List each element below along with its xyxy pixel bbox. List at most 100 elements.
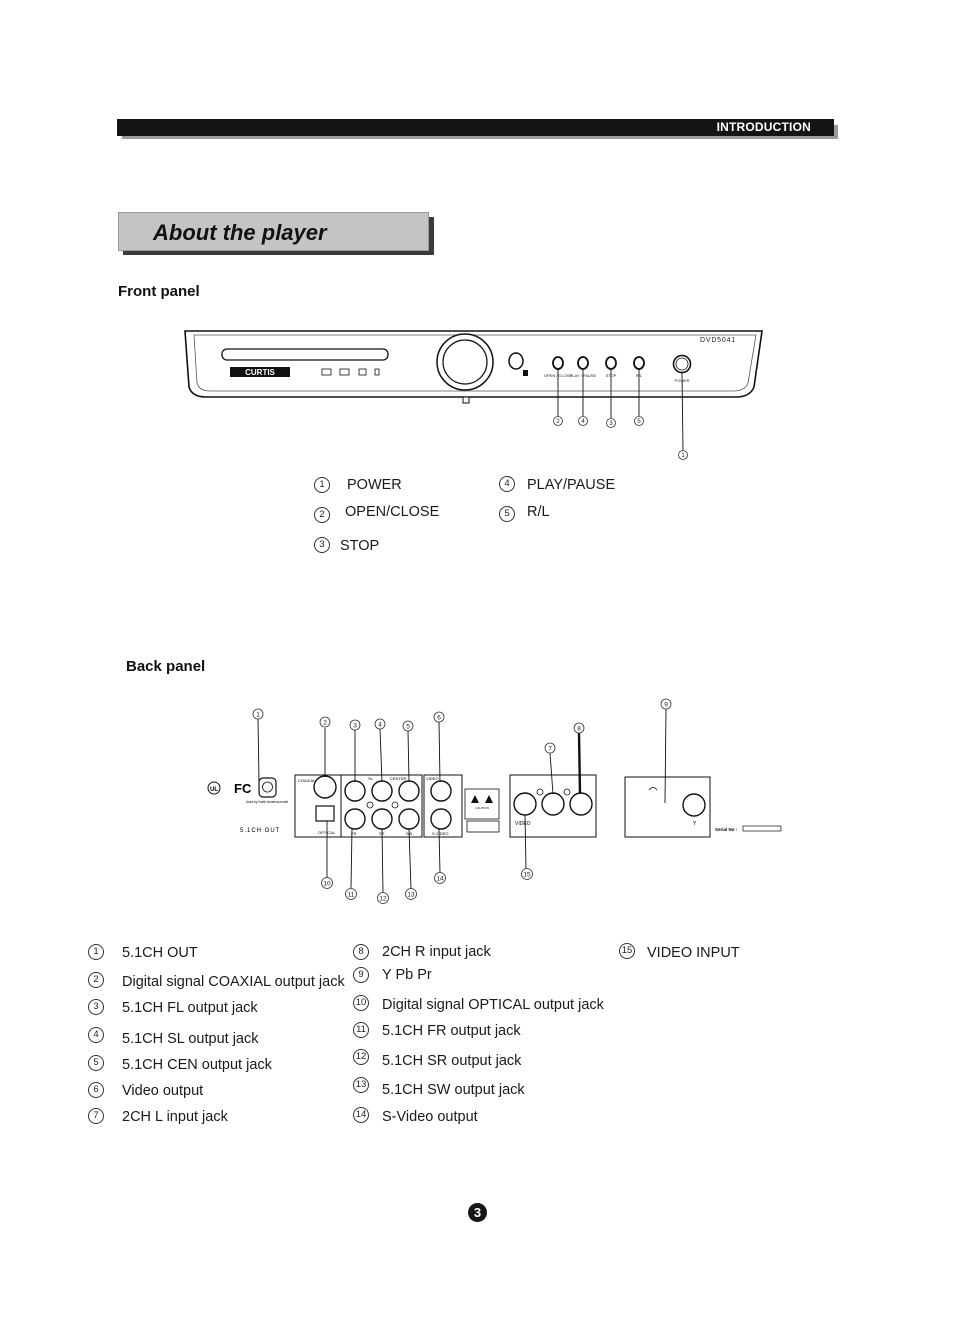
- laser-label: [466, 820, 500, 833]
- front-panel-illustration: CURTIS OPEN / CLOSE PLAY / PAUSE STOP R/…: [184, 330, 763, 460]
- back-callout-5: 5: [406, 724, 410, 731]
- front-legend-label: R/L: [527, 504, 550, 520]
- header-section-label: INTRODUCTION: [716, 120, 811, 134]
- back-legend-num: 14: [353, 1107, 369, 1123]
- front-panel-inner-edge: [193, 334, 757, 392]
- back-legend-label: 2CH R input jack: [382, 944, 491, 960]
- back-legend-num: 1: [88, 944, 104, 960]
- back-legend-num: 7: [88, 1108, 104, 1124]
- back-callout-9: 9: [664, 702, 668, 709]
- back-legend-num: 15: [619, 943, 635, 959]
- back-callout-6: 6: [437, 715, 441, 722]
- front-legend-label: POWER: [347, 477, 402, 493]
- front-callout-2: 2: [556, 419, 560, 425]
- stop-button: [605, 356, 617, 370]
- front-callout-3: 3: [609, 421, 613, 427]
- front-callout-4: 4: [581, 419, 585, 425]
- video-out-jack: [430, 780, 452, 802]
- back-callout-4: 4: [378, 722, 382, 729]
- back-callout-11: 11: [348, 892, 355, 899]
- title-box: About the player: [118, 212, 429, 251]
- format-logo-2: [339, 368, 350, 376]
- back-legend-label: 5.1CH FL output jack: [122, 1000, 258, 1016]
- play-pause-button: [577, 356, 589, 370]
- rl-button: [633, 356, 645, 370]
- front-legend-label: OPEN/CLOSE: [345, 504, 440, 520]
- curtis-logo: [230, 367, 290, 377]
- fcc-mark: FC: [234, 781, 252, 796]
- back-callout-7: 7: [548, 746, 552, 753]
- format-logo-1: [321, 368, 332, 376]
- back-legend-label: 5.1CH SL output jack: [122, 1031, 259, 1047]
- power-led: [462, 396, 470, 404]
- front-callout-5: 5: [637, 419, 641, 425]
- volume-knob-outer: [436, 333, 494, 391]
- fl-jack: [344, 780, 366, 802]
- back-legend-num: 4: [88, 1027, 104, 1043]
- back-legend-label: 5.1CH CEN output jack: [122, 1057, 272, 1073]
- back-legend-label: VIDEO INPUT: [647, 945, 740, 961]
- back-callout-1: 1: [256, 712, 260, 719]
- svg-text:SL: SL: [368, 776, 374, 781]
- back-panel-heading: Back panel: [126, 658, 206, 675]
- brand-logo-text: CURTIS: [245, 368, 275, 377]
- front-legend-num: 5: [499, 506, 515, 522]
- back-callout-13: 13: [407, 892, 415, 899]
- back-legend-num: 11: [353, 1022, 369, 1038]
- back-legend-num: 9: [353, 967, 369, 983]
- back-panel-illustration: UL FC Used by North America model 5.1CH …: [207, 698, 782, 904]
- center-jack: [398, 780, 420, 802]
- format-logo-3: [358, 368, 367, 376]
- r-input-jack: [569, 792, 593, 816]
- svg-text:S-VIDEO: S-VIDEO: [432, 831, 448, 836]
- back-legend-num: 8: [353, 944, 369, 960]
- open-close-button: [552, 356, 564, 370]
- front-legend-label: PLAY/PAUSE: [527, 477, 616, 493]
- back-legend-label: 5.1CH SR output jack: [382, 1053, 522, 1069]
- back-legend-label: Digital signal COAXIAL output jack: [122, 974, 345, 990]
- back-callout-3: 3: [353, 723, 357, 730]
- cert-text: Used by North America model: [246, 800, 289, 804]
- back-legend-num: 3: [88, 999, 104, 1015]
- back-legend-label: Y Pb Pr: [382, 967, 432, 983]
- back-callout-2: 2: [323, 720, 327, 727]
- optical-jack: [315, 805, 335, 822]
- coaxial-jack: [313, 775, 337, 799]
- sw-jack: [398, 808, 420, 830]
- front-legend-num: 2: [314, 507, 330, 523]
- page-number: 3: [468, 1203, 487, 1222]
- region-mark: [258, 777, 277, 798]
- page-title: About the player: [153, 220, 327, 245]
- out-label: 5.1CH OUT: [240, 828, 280, 834]
- header-bar: INTRODUCTION: [117, 119, 834, 136]
- svg-text:VIDEO: VIDEO: [515, 821, 531, 827]
- back-legend-label: Video output: [122, 1083, 204, 1099]
- svg-text:UL: UL: [210, 787, 218, 793]
- back-legend-num: 12: [353, 1049, 369, 1065]
- svg-text:FR: FR: [351, 831, 356, 836]
- back-callout-10: 10: [323, 881, 331, 888]
- front-legend-num: 1: [314, 477, 330, 493]
- back-legend-num: 13: [353, 1077, 369, 1093]
- back-legend-label: 5.1CH OUT: [122, 945, 198, 961]
- fr-jack: [344, 808, 366, 830]
- l-input-jack: [541, 792, 565, 816]
- back-callout-8: 8: [577, 726, 581, 733]
- front-legend-label: STOP: [340, 538, 380, 554]
- svideo-jack: [430, 808, 452, 830]
- back-legend-num: 2: [88, 972, 104, 988]
- y-jack: [682, 793, 706, 817]
- video-input-jack: [513, 792, 537, 816]
- sl-jack: [371, 780, 393, 802]
- front-legend-num: 3: [314, 537, 330, 553]
- back-callout-14: 14: [436, 876, 444, 883]
- back-legend-num: 5: [88, 1055, 104, 1071]
- back-legend-num: 10: [353, 995, 369, 1011]
- front-panel-heading: Front panel: [118, 283, 200, 300]
- serial-box: [742, 825, 782, 832]
- ir-sensor: [508, 352, 524, 370]
- sr-jack: [371, 808, 393, 830]
- sensor-mark: [523, 370, 528, 376]
- ul-mark: [207, 781, 221, 795]
- back-legend-num: 6: [88, 1082, 104, 1098]
